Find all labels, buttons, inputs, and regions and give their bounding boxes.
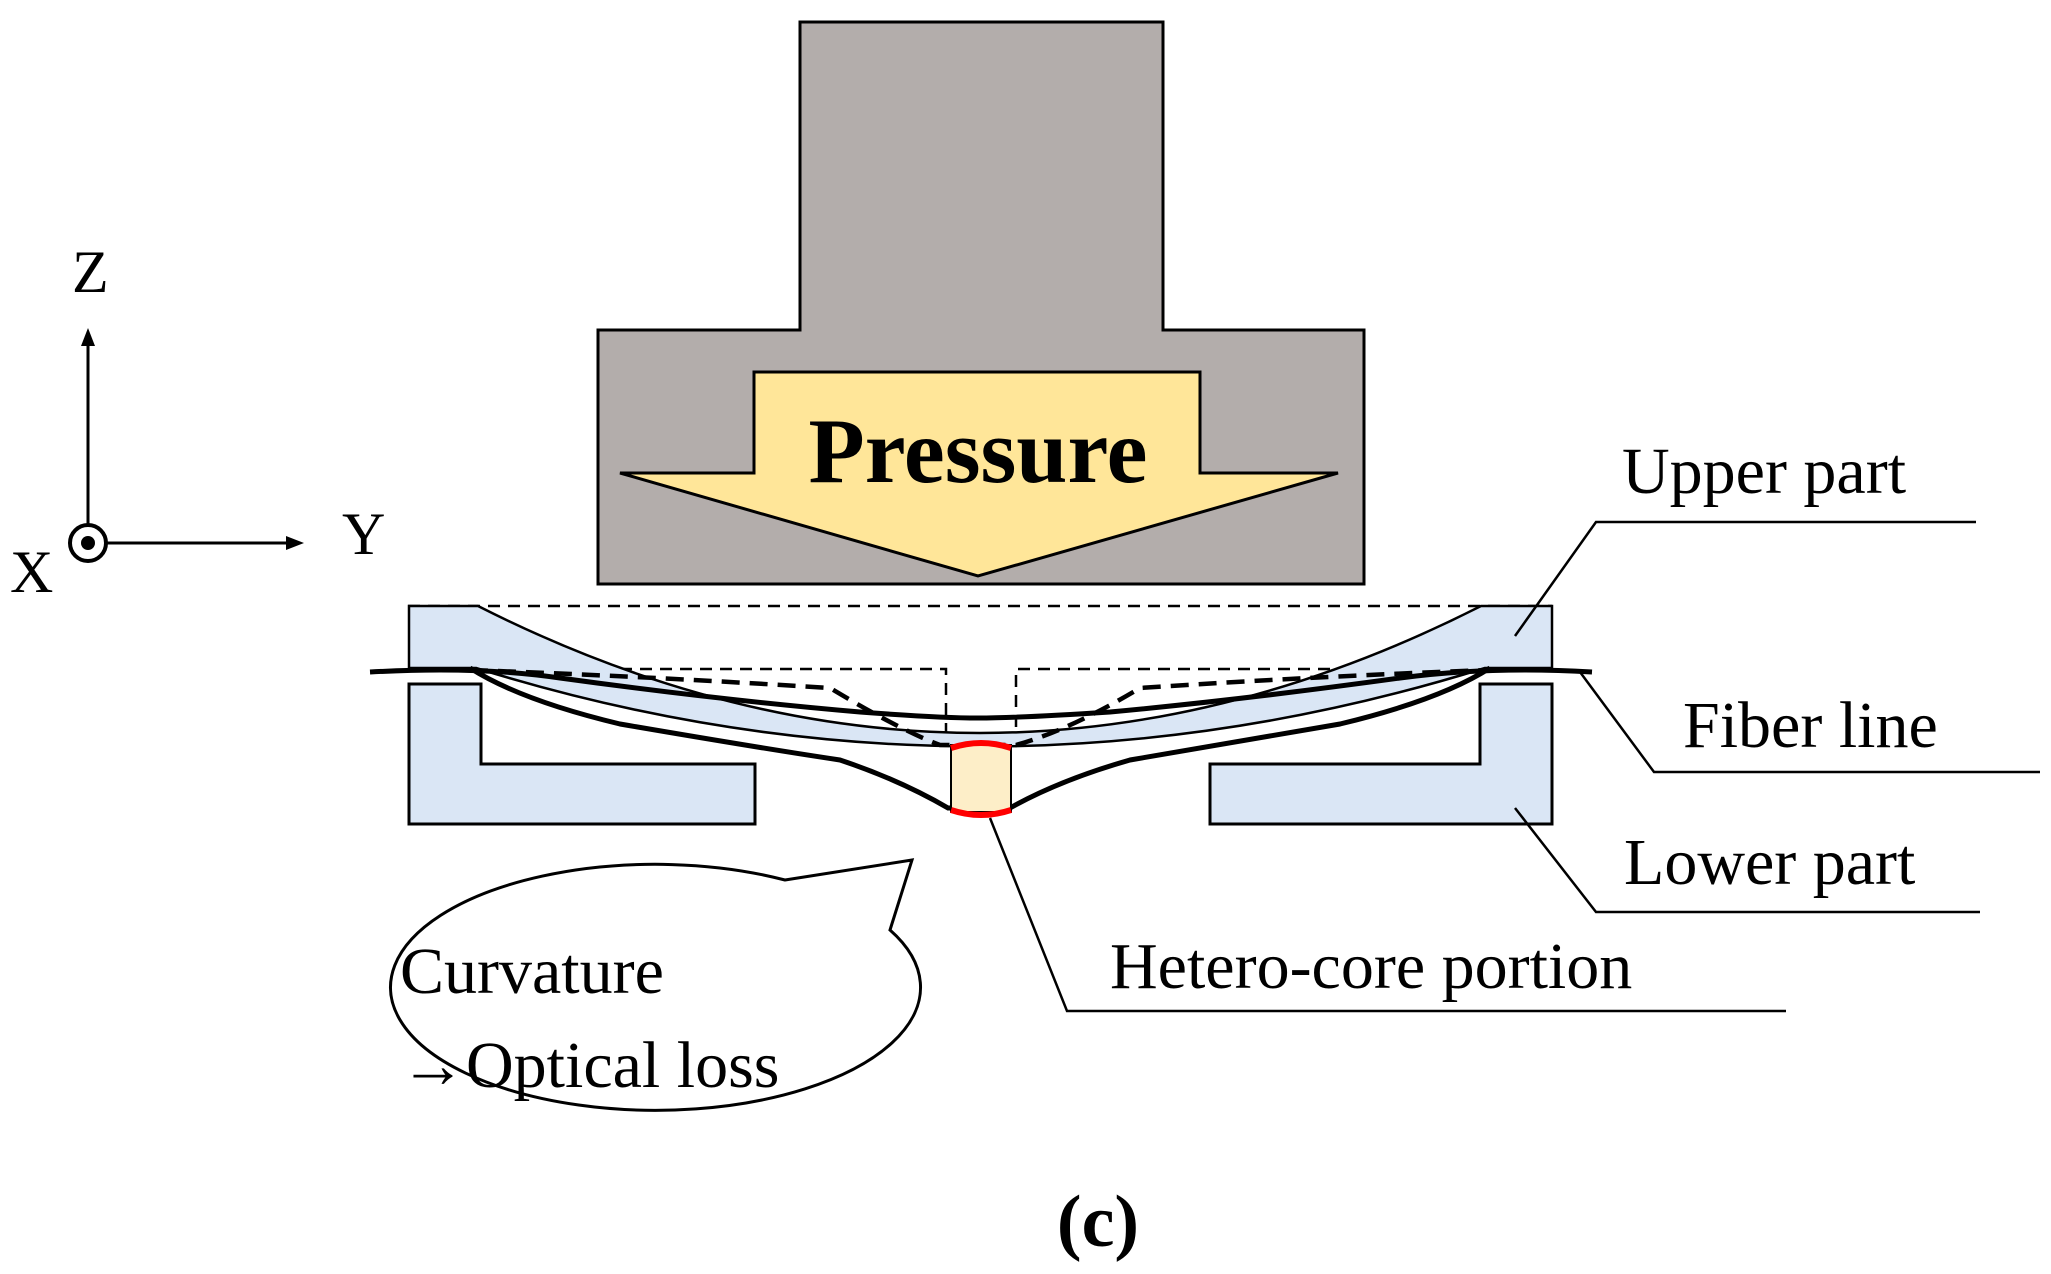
x-axis-dot [81, 536, 95, 550]
lower-part-right [1208, 682, 1554, 826]
fiber-line-label: Fiber line [1683, 689, 1938, 762]
hetero-core-portion [950, 740, 1012, 818]
lower-part-left [407, 682, 757, 826]
leader-fiber-line [1578, 671, 2040, 774]
y-axis-arrowhead [286, 536, 304, 550]
lower-part-label: Lower part [1624, 826, 1915, 899]
hetero-core-bottom-edge [950, 807, 1012, 818]
fiber-line-dashed [469, 667, 1491, 748]
fiber-line-top [369, 667, 1593, 721]
z-axis-label: Z [72, 239, 109, 305]
leader-lower-part [1514, 807, 1980, 914]
bubble-line-2: →Optical loss [400, 1029, 779, 1102]
pressure-arrow [619, 370, 1339, 578]
coordinate-axes: Z Y X [10, 239, 385, 605]
upper-part-label: Upper part [1622, 435, 1906, 508]
figure-caption: (c) [1057, 1181, 1139, 1263]
y-axis-label: Y [342, 501, 385, 567]
speech-bubble [389, 858, 922, 1112]
hetero-core-label: Hetero-core portion [1110, 930, 1632, 1003]
leader-hetero-core [988, 817, 1786, 1013]
hetero-core-body [950, 744, 1012, 813]
pressure-label: Pressure [809, 400, 1148, 502]
x-axis-label: X [10, 539, 53, 605]
leader-upper-part [1513, 520, 1976, 637]
bubble-line-1: Curvature [400, 935, 664, 1008]
z-axis-arrowhead [81, 328, 95, 346]
hetero-core-top-edge [950, 740, 1012, 751]
